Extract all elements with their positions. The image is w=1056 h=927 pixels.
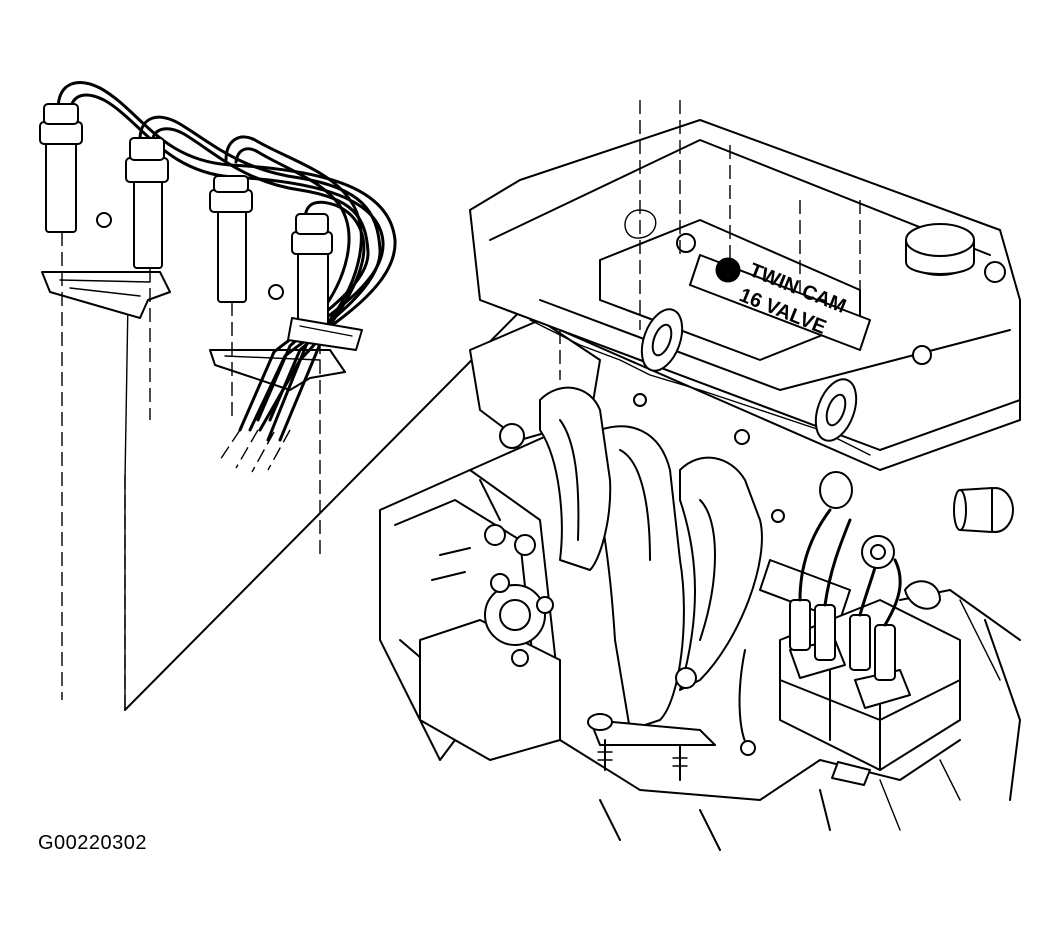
valve-cover-bolt (912, 345, 932, 365)
wire-retainer-clip (287, 317, 363, 351)
ignition-wire-2 (125, 115, 382, 432)
detail-inset (39, 81, 661, 711)
wire-end-guides (219, 429, 291, 473)
valve-cover-bolt (676, 233, 696, 253)
valve-cover: TWIN CAM 16 VALVE (469, 119, 1021, 509)
alignment-guides (559, 100, 861, 380)
valve-cover-bolt (984, 261, 1006, 283)
figure-id-label: G00220302 (38, 832, 148, 854)
side-fitting (953, 487, 1014, 533)
oil-filler-cap (905, 223, 975, 276)
exhaust-manifold (539, 386, 851, 781)
engine-block (379, 319, 1021, 851)
ignition-coil-module (738, 508, 1021, 786)
ignition-wire-3 (209, 135, 363, 442)
ignition-wire-1 (39, 81, 397, 700)
engine-assembly: TWIN CAM 16 VALVE (379, 100, 1021, 851)
